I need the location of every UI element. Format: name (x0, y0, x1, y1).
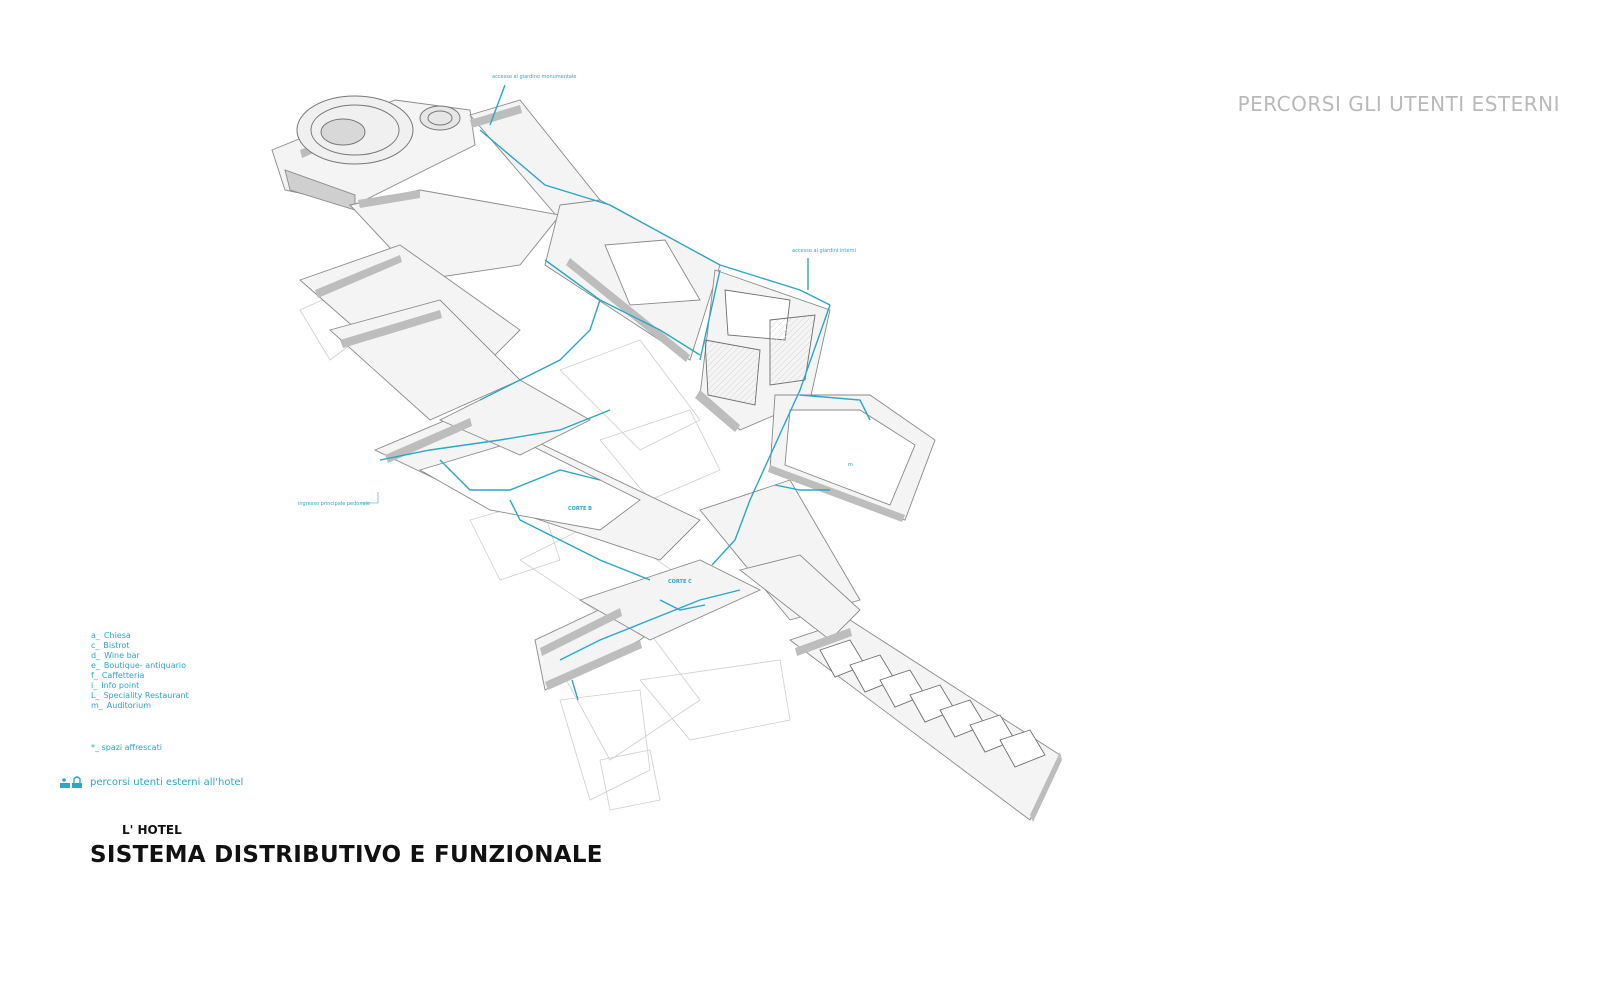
label-garden-access: accesso al giardino monumentale (492, 74, 576, 80)
route-legend: percorsi utenti esterni all'hotel (58, 774, 243, 790)
hotel-users-icon (60, 776, 82, 788)
label-garden-access-2: accesso ai giardini interni (792, 248, 856, 254)
section-title: SISTEMA DISTRIBUTIVO E FUNZIONALE (90, 842, 603, 868)
frescoed-spaces-note: *_ spazi affrescati (91, 743, 162, 752)
building-mass (271, 99, 1061, 821)
wall-shadows (300, 105, 1062, 822)
guest-rooms (819, 639, 1046, 768)
external-routes (379, 84, 871, 701)
rotunda (296, 95, 461, 165)
legend-item: i_Info point (91, 681, 140, 690)
legend-item: f_Caffetteria (91, 671, 145, 680)
legend-item: L_Speciality Restaurant (91, 691, 189, 700)
legend-item: c_Bistrot (91, 641, 130, 650)
route-legend-label: percorsi utenti esterni all'hotel (90, 776, 244, 788)
label-corte-c: CORTE C (668, 579, 692, 585)
label-corte-b: CORTE B (568, 506, 592, 512)
function-legend: a_Chiesa c_Bistrot d_Wine bar e_Boutique… (91, 631, 189, 711)
legend-item: d_Wine bar (91, 651, 140, 660)
section-subtitle: L' HOTEL (122, 823, 182, 837)
legend-item: a_Chiesa (91, 631, 131, 640)
page-heading: PERCORSI GLI UTENTI ESTERNI (1237, 92, 1560, 116)
legend-item: e_Boutique- antiquario (91, 661, 187, 670)
legend-item: m_Auditorium (91, 701, 152, 710)
label-room-m: m (848, 462, 853, 468)
label-main-entry: ingresso principale pedonale (298, 501, 370, 507)
tower-rooms (704, 289, 816, 406)
